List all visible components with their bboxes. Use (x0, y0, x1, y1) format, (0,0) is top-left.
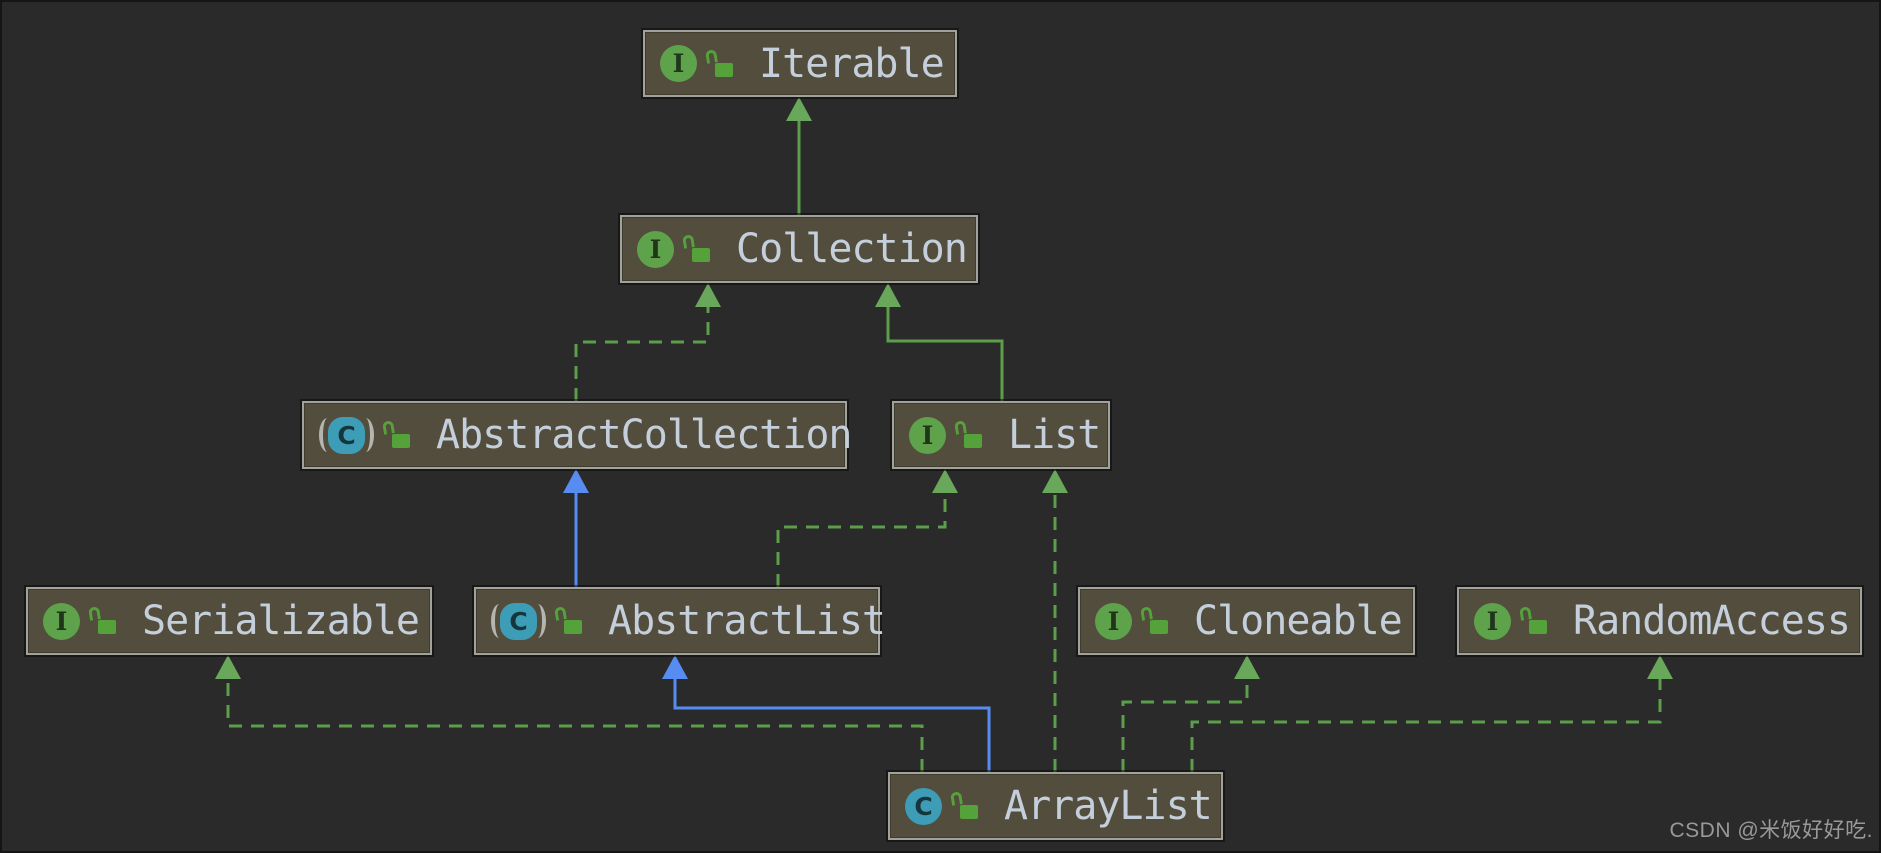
node-abstractlist[interactable]: C AbstractList (474, 587, 886, 655)
interface-icon: I (637, 230, 674, 268)
node-cloneable[interactable]: I Cloneable (1078, 587, 1415, 655)
arrowhead (1042, 469, 1068, 493)
node-label: Collection (736, 226, 968, 272)
edge-arraylist-to-serializable (215, 655, 924, 772)
arrowhead (1647, 655, 1673, 679)
node-label: Iterable (759, 40, 945, 87)
abstract-class-icon: C (319, 416, 374, 454)
edge-collection-to-iterable (786, 97, 812, 215)
watermark: CSDN @米饭好好吃. (1669, 819, 1873, 842)
node-label: List (1008, 412, 1101, 458)
node-label: AbstractList (608, 598, 886, 644)
arrowhead (695, 283, 721, 307)
arrowhead (932, 469, 958, 493)
interface-icon: I (1095, 602, 1132, 640)
arrowhead (215, 655, 241, 679)
arrowhead (662, 655, 688, 679)
edge-abstractlist-to-abstractcollection (563, 469, 589, 587)
arrowhead (1234, 655, 1260, 679)
open-lock-icon (950, 791, 978, 820)
interface-icon: I (43, 602, 80, 640)
open-lock-icon (682, 234, 710, 263)
edge-abstractcollection-to-collection (574, 283, 721, 401)
open-lock-icon (1140, 606, 1168, 635)
node-collection[interactable]: I Collection (620, 215, 978, 283)
node-serializable[interactable]: I Serializable (26, 587, 432, 655)
edge-arraylist-to-list (1042, 469, 1068, 772)
node-abstractcollection[interactable]: C AbstractCollection (302, 401, 852, 469)
abstract-paren-right (357, 418, 374, 452)
abstract-paren-right (529, 604, 546, 638)
arrowhead (563, 469, 589, 493)
interface-icon: I (1474, 602, 1511, 640)
edge-abstractlist-to-list (776, 469, 958, 587)
node-label: RandomAccess (1573, 598, 1851, 644)
node-iterable[interactable]: I Iterable (643, 30, 957, 97)
node-list[interactable]: I List (892, 401, 1110, 469)
abstract-paren-left (319, 418, 336, 452)
class-icon: C (905, 787, 942, 825)
node-randomaccess[interactable]: I RandomAccess (1457, 587, 1862, 655)
open-lock-icon (705, 48, 733, 78)
interface-icon: I (660, 45, 697, 82)
open-lock-icon (88, 606, 116, 635)
interface-icon: I (909, 416, 946, 454)
open-lock-icon (382, 420, 410, 449)
open-lock-icon (1519, 606, 1547, 635)
node-label: Cloneable (1194, 598, 1403, 644)
node-label: ArrayList (1004, 783, 1213, 829)
node-arraylist[interactable]: C ArrayList (888, 772, 1223, 840)
node-label: Serializable (142, 598, 420, 644)
abstract-paren-left (491, 604, 508, 638)
edge-arraylist-to-cloneable (1121, 655, 1260, 772)
node-label: AbstractCollection (436, 412, 852, 458)
arrowhead (786, 97, 812, 121)
edge-arraylist-to-randomaccess (1190, 655, 1673, 772)
arrowhead (875, 283, 901, 307)
open-lock-icon (954, 420, 982, 449)
edge-arraylist-to-abstractlist (662, 655, 991, 772)
open-lock-icon (554, 606, 582, 635)
abstract-class-icon: C (491, 602, 546, 640)
edge-list-to-collection (875, 283, 1004, 401)
